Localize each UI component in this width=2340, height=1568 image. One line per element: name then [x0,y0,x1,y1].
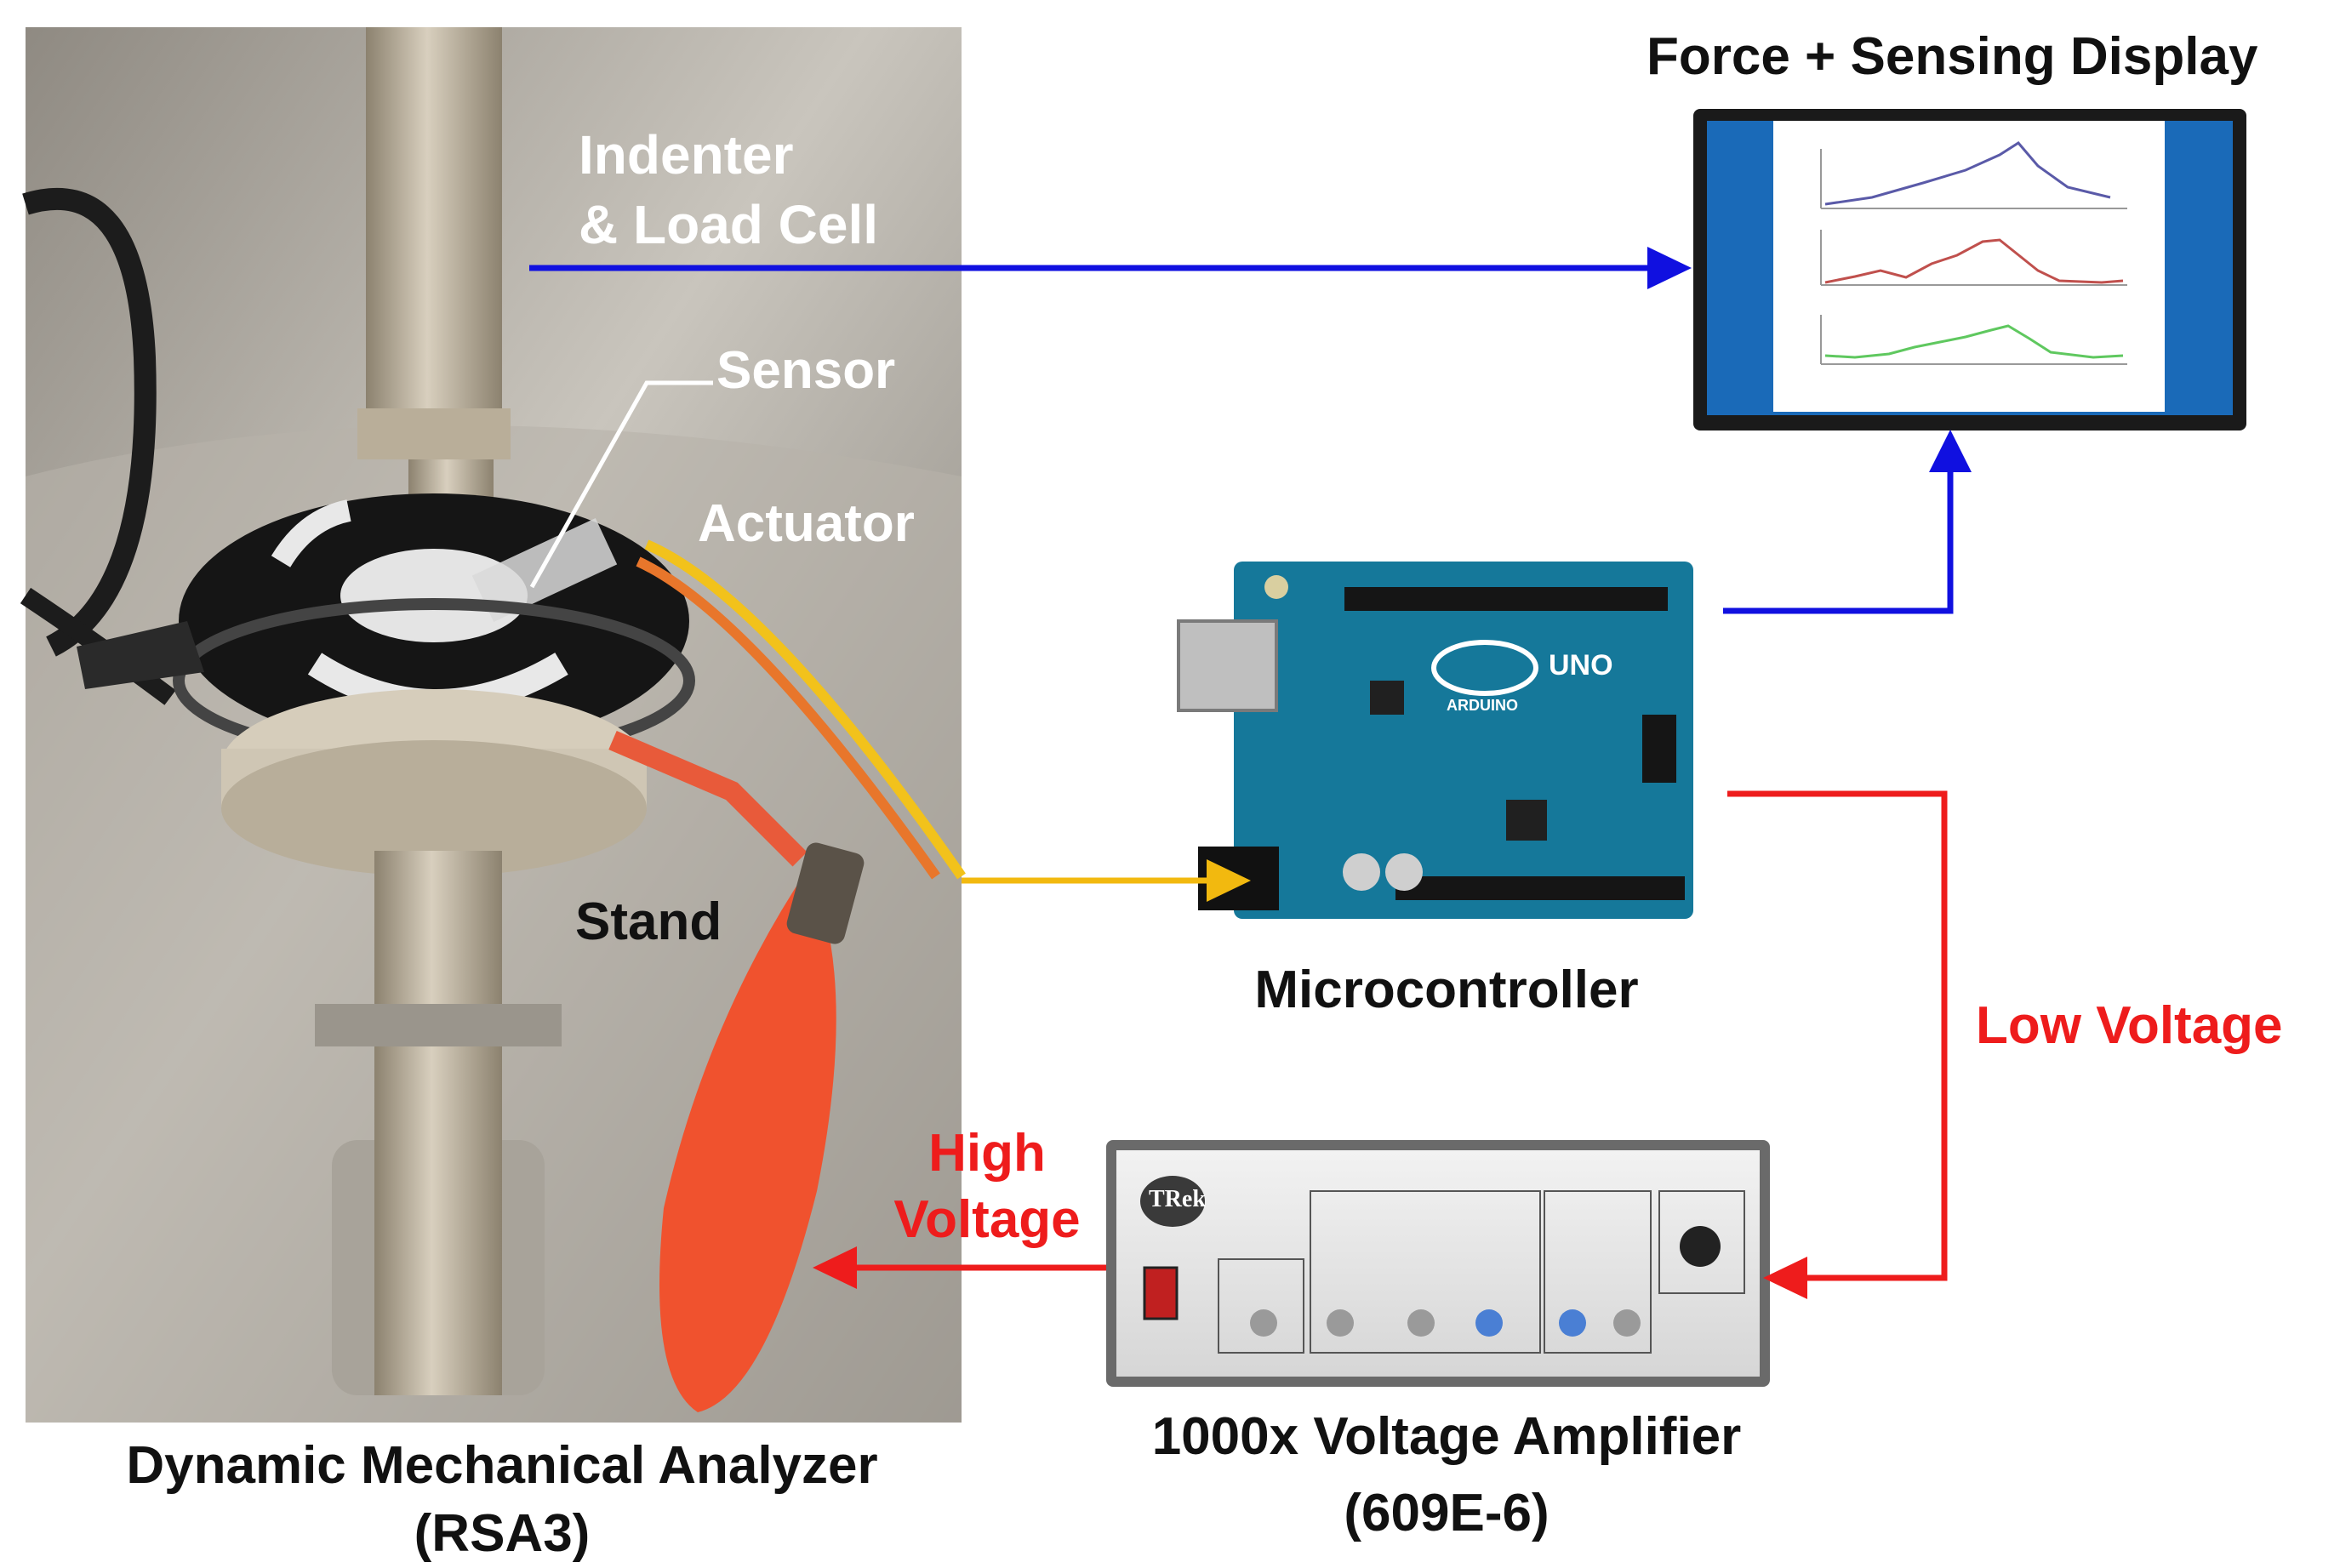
arrow-amplifier-to-dma [813,1246,1106,1289]
microcontroller-caption: Microcontroller [1254,961,1639,1019]
display-title: Force + Sensing Display [1647,27,2258,86]
dma-photo [20,27,966,1423]
arrow-microcontroller-to-display [1723,430,1972,614]
actuator-label: Actuator [698,494,915,553]
trek-logo: TRek [1149,1186,1206,1212]
amplifier-caption-line1: 1000x Voltage Amplifier [1151,1407,1742,1466]
low-voltage-label: Low Voltage [1976,996,2283,1055]
indenter-label-line1: Indenter [579,124,794,185]
plot-trace-sensor-2 [1824,324,2124,359]
dma-caption-line1: Dynamic Mechanical Analyzer [126,1436,878,1495]
display-monitor [1693,109,2246,430]
arduino-brand: ARDUINO [1447,697,1518,714]
display-plots [1820,141,2127,365]
plot-trace-force [1824,141,2111,206]
arrow-actuator-to-microcontroller [962,859,1251,902]
stand-label: Stand [575,892,722,951]
arrow-microcontroller-to-amplifier [1727,790,1948,1299]
indenter-label-line2: & Load Cell [579,194,879,255]
arrow-load-cell-to-display [529,247,1692,289]
arduino-board [1177,562,1693,919]
sensor-label: Sensor [716,341,896,400]
arduino-uno-logo: UNO [1549,649,1613,681]
amplifier-unit [1106,1140,1770,1387]
high-voltage-label-line2: Voltage [893,1190,1081,1249]
dma-caption-line2: (RSA3) [414,1504,591,1563]
high-voltage-label-line1: High [928,1124,1046,1183]
amplifier-caption-line2: (609E-6) [1344,1484,1550,1542]
plot-trace-sensor-1 [1824,238,2124,284]
